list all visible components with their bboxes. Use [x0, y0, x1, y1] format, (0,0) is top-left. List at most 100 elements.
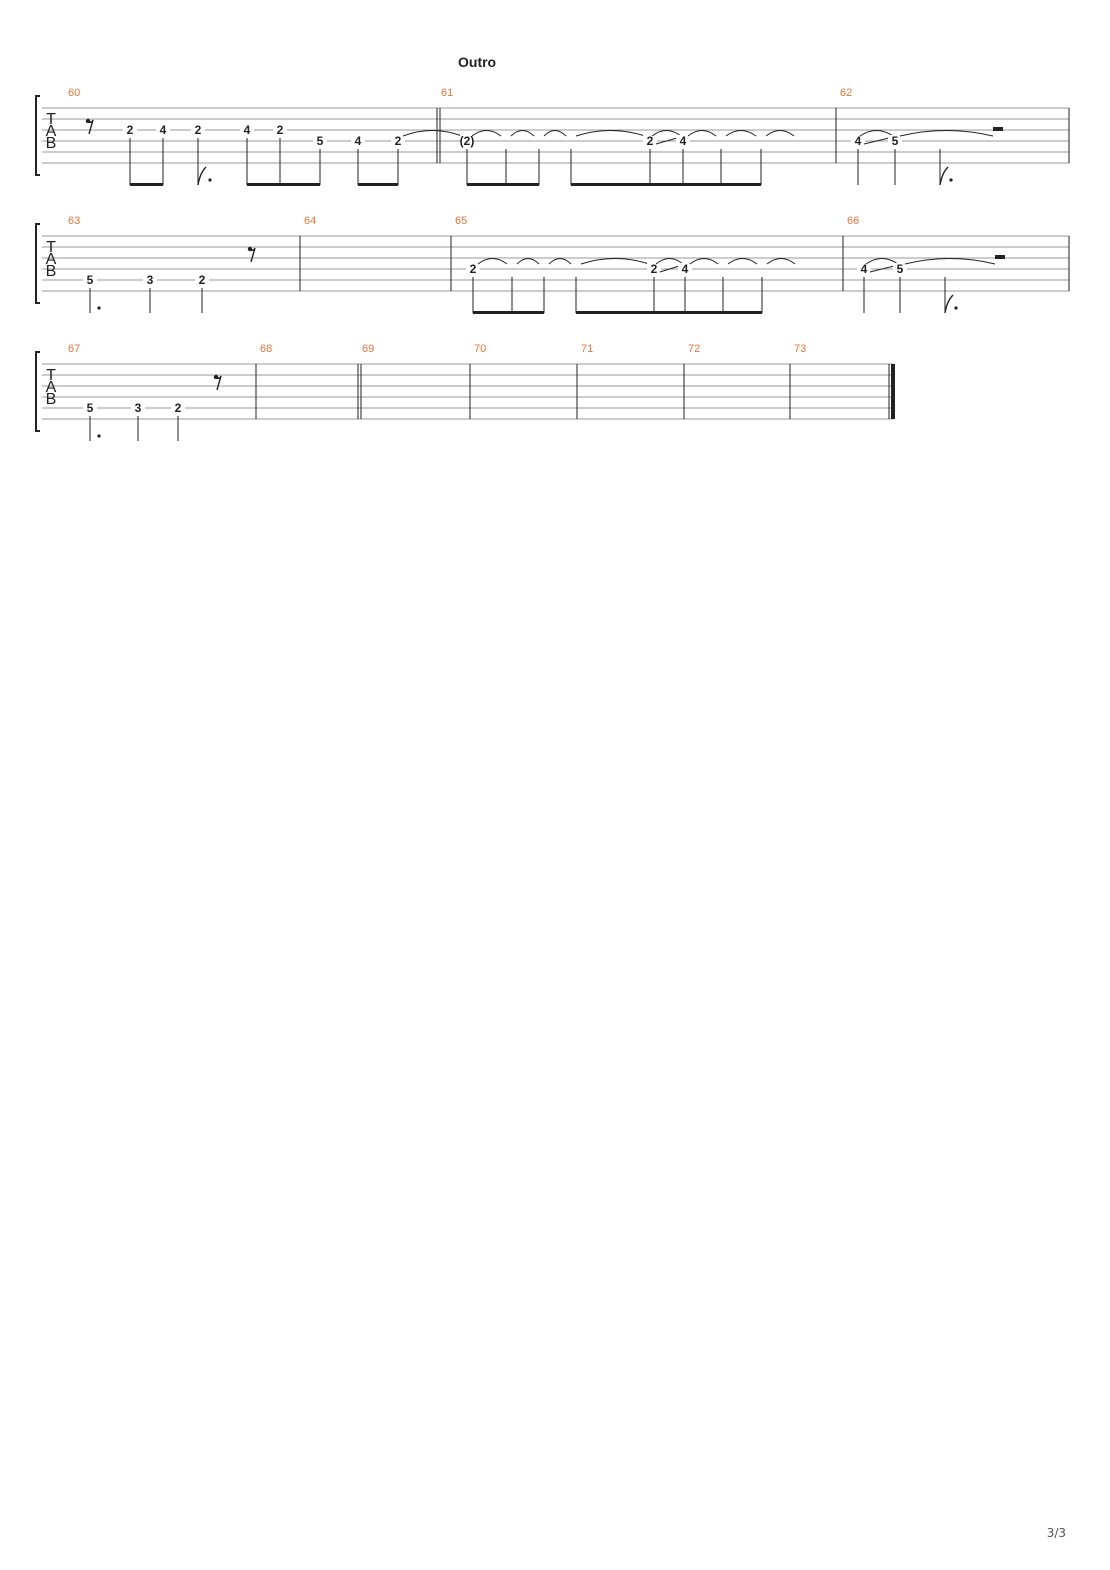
fret-number: 4	[682, 262, 689, 276]
fret-bg	[83, 274, 97, 286]
fret-number: 4	[855, 134, 862, 148]
tie-arc	[477, 258, 508, 265]
tie-arc	[766, 258, 796, 265]
beam	[130, 183, 163, 186]
fret-bg	[171, 402, 185, 414]
fret-bg	[888, 135, 902, 147]
slide-line	[655, 137, 678, 145]
tie-arc	[471, 130, 502, 137]
fret-bg	[143, 274, 157, 286]
measure-number: 67	[68, 343, 80, 355]
tie-arc	[548, 258, 572, 265]
fret-bg	[857, 263, 871, 275]
tab-clef-letter: A	[46, 251, 57, 268]
tab-clef-letter: B	[46, 135, 57, 152]
tie-arc	[725, 130, 757, 137]
section-title: Outro	[458, 54, 497, 70]
measure-number: 66	[847, 215, 859, 227]
fret-bg	[273, 124, 287, 136]
fret-number: 4	[244, 123, 251, 137]
fret-number: 2	[175, 401, 182, 415]
fret-bg	[123, 124, 137, 136]
measure-number: 61	[441, 87, 453, 99]
fret-bg	[851, 135, 865, 147]
beam	[576, 311, 654, 314]
tie-arc	[899, 130, 994, 137]
beam	[467, 183, 539, 186]
augmentation-dot	[954, 306, 958, 310]
eighth-rest	[249, 247, 256, 263]
system-bracket	[35, 351, 40, 432]
fret-number: 4	[355, 134, 362, 148]
tab-clef-letter: A	[46, 379, 57, 396]
augmentation-dot	[97, 434, 101, 438]
measure-number: 69	[362, 343, 374, 355]
fret-number: 5	[317, 134, 324, 148]
measure-number: 65	[455, 215, 467, 227]
fret-bg	[191, 124, 205, 136]
fret-number: 2	[647, 134, 654, 148]
fret-bg	[466, 263, 480, 275]
fret-bg	[678, 263, 692, 275]
slide-line	[863, 137, 890, 145]
tab-clef-letter: T	[46, 239, 56, 256]
measure-number: 72	[688, 343, 700, 355]
system-bracket	[35, 95, 40, 176]
beam	[650, 183, 721, 186]
measure-number: 63	[68, 215, 80, 227]
tab-clef-letter: T	[46, 367, 56, 384]
fret-bg	[893, 263, 907, 275]
fret-number: 5	[87, 401, 94, 415]
fret-bg	[676, 135, 690, 147]
note-flag	[197, 166, 207, 186]
fret-number: 2	[127, 123, 134, 137]
tie-arc	[687, 130, 717, 137]
measure-number: 68	[260, 343, 272, 355]
fret-number: 4	[160, 123, 167, 137]
slur-arc	[865, 258, 899, 265]
beam	[721, 183, 761, 186]
measure-number: 62	[840, 87, 852, 99]
fret-number: 4	[680, 134, 687, 148]
half-rest	[993, 127, 1003, 131]
fret-number: 3	[135, 401, 142, 415]
augmentation-dot	[97, 306, 101, 310]
fret-number: 2	[651, 262, 658, 276]
augmentation-dot	[949, 178, 953, 182]
tie-arc	[765, 130, 795, 137]
tab-clef-letter: A	[46, 123, 57, 140]
fret-number: 2	[277, 123, 284, 137]
fret-bg	[643, 135, 657, 147]
system-bracket	[35, 223, 40, 304]
fret-number: 2	[470, 262, 477, 276]
beam	[473, 311, 544, 314]
measure-number: 70	[474, 343, 486, 355]
tie-arc	[904, 258, 996, 265]
measure-number: 71	[581, 343, 593, 355]
slide-line	[869, 265, 895, 273]
fret-bg	[391, 135, 405, 147]
beam	[654, 311, 723, 314]
fret-bg	[647, 263, 661, 275]
tab-clef-letter: T	[46, 111, 56, 128]
tab-clef-letter: B	[46, 263, 57, 280]
note-flag	[939, 166, 949, 186]
note-flag	[944, 294, 954, 314]
measure-number: 73	[794, 343, 806, 355]
fret-bg	[83, 402, 97, 414]
tie-arc	[727, 258, 758, 265]
beam	[358, 183, 398, 186]
fret-number: 2	[395, 134, 402, 148]
eighth-rest	[215, 375, 222, 391]
measure-number: 60	[68, 87, 80, 99]
fret-number: 5	[892, 134, 899, 148]
fret-number: 3	[147, 273, 154, 287]
slide-line	[659, 265, 680, 273]
fret-bg	[156, 124, 170, 136]
fret-number: (2)	[460, 134, 475, 148]
slur-arc	[655, 258, 684, 265]
slur-arc	[859, 130, 894, 137]
half-rest	[995, 255, 1005, 259]
beam	[247, 183, 320, 186]
tie-arc	[580, 258, 650, 265]
